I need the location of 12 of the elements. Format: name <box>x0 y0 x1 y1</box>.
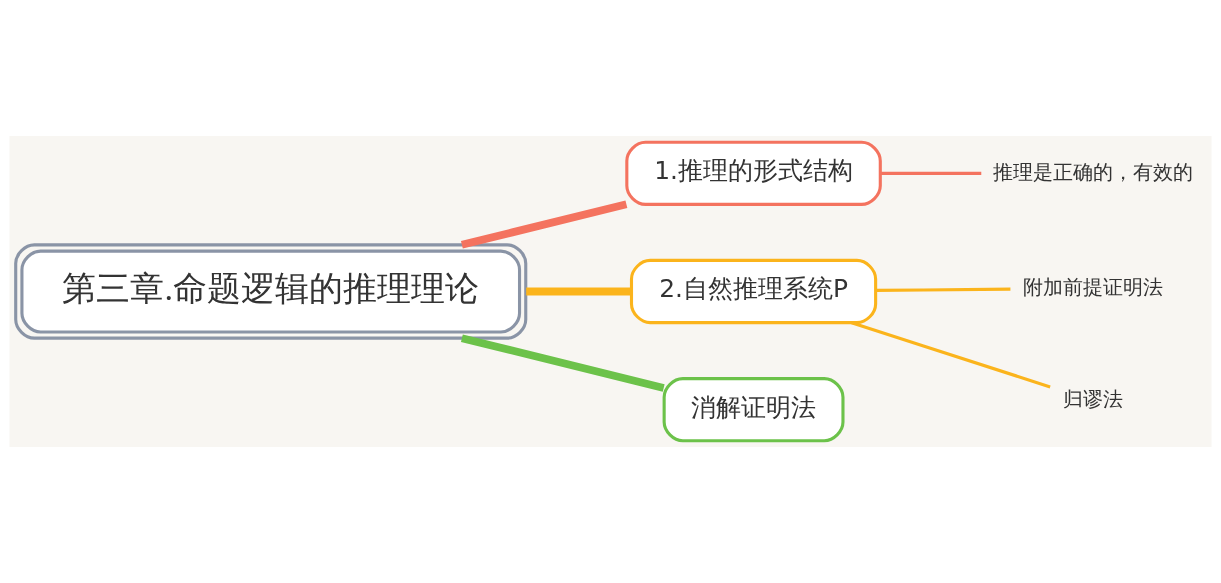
node-text: 归谬法 <box>1063 386 1124 411</box>
connector <box>460 334 665 392</box>
connector <box>875 287 1011 292</box>
connector <box>851 321 1051 389</box>
node-text: 推理是正确的，有效的 <box>993 159 1194 184</box>
node-box: 2.自然推理系统P <box>629 258 878 325</box>
connector <box>880 171 982 175</box>
connector <box>460 200 628 249</box>
node-box: 消解证明法 <box>662 377 845 443</box>
node-box: 1.推理的形式结构 <box>625 140 882 206</box>
node-text: 附加前提证明法 <box>1023 274 1164 299</box>
node-box: 第三章.命题逻辑的推理理论 <box>14 243 528 340</box>
